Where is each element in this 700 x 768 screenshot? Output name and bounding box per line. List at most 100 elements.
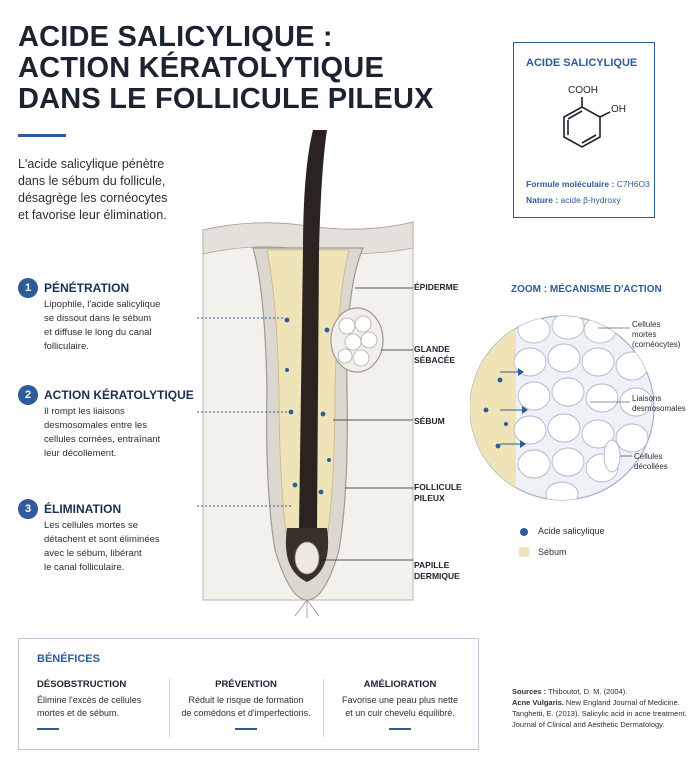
label-glande-line-1: GLANDE <box>414 344 450 354</box>
benefit-separator <box>169 679 170 737</box>
formula-line: Formule moléculaire : C7H6O3 <box>526 179 650 189</box>
benefit-line: Réduit le risque de formation <box>188 695 304 705</box>
follicle-diagram <box>195 130 414 618</box>
chemistry-title: ACIDE SALICYLIQUE <box>526 57 638 69</box>
label-follicule: FOLLICULE PILEUX <box>414 482 462 504</box>
step-3-body: Les cellules mortes se détachent et sont… <box>44 519 160 575</box>
gland-cells <box>337 315 378 367</box>
label-glande-line-2: SÉBACÉE <box>414 355 456 365</box>
source-text: New England Journal of Medicine. <box>565 698 680 707</box>
zoom-label-line: Cellules <box>632 320 661 329</box>
title-line-2: ACTION KÉRATOLYTIQUE <box>18 52 384 84</box>
step-1-body: Lipophile, l'acide salicylique se dissou… <box>44 298 160 354</box>
label-sebum-text: SÉBUM <box>414 416 445 426</box>
detached-cell <box>603 439 621 473</box>
intro-line-2: dans le sébum du follicule, <box>18 174 166 188</box>
zoom-mechanism-diagram <box>470 315 655 501</box>
chemistry-box: ACIDE SALICYLIQUE COOH OH Formule molécu… <box>513 42 655 218</box>
nature-label: Nature : <box>526 195 559 205</box>
benefit-description: Élimine l'excès de cellules mortes et de… <box>27 694 177 720</box>
step-3-line: avec le sébum, libérant <box>44 548 142 559</box>
label-papille: PAPILLE DERMIQUE <box>414 560 460 582</box>
intro-text: L'acide salicylique pénètre dans le sébu… <box>18 156 208 224</box>
source-line-1: Sources : Thiboutot, D. M. (2004). <box>512 686 692 697</box>
roots <box>294 599 320 618</box>
label-glande: GLANDE SÉBACÉE <box>414 344 455 366</box>
sources-label: Sources : <box>512 687 547 696</box>
molecule-structure-icon: COOH OH <box>563 85 626 148</box>
label-epiderme-text: ÉPIDERME <box>414 282 459 292</box>
step-2-line: Il rompt les liaisons <box>44 406 125 417</box>
benefit-underline <box>389 728 411 730</box>
zoom-label-detached: Cellules décollées <box>634 452 668 472</box>
step-1-line: Lipophile, l'acide salicylique <box>44 299 161 310</box>
zoom-label-desmosomes: Liaisons desmosomales <box>632 394 686 414</box>
zoom-label-line: décollées <box>634 462 668 471</box>
source-journal-title: Acne Vulgaris. <box>512 698 564 707</box>
step-1-line: et diffuse le long du canal <box>44 327 152 338</box>
benefit-line: de comédons et d'imperfections. <box>181 708 311 718</box>
source-line-3: Tanghetti, E. (2013). Salicylic acid in … <box>512 709 687 718</box>
benefit-title: DÉSOBSTRUCTION <box>37 679 127 690</box>
zoom-leaders <box>590 327 632 457</box>
zoom-label-line: desmosomales <box>632 404 686 413</box>
zoom-label-line: mortes <box>632 330 657 339</box>
label-epiderme: ÉPIDERME <box>414 282 458 293</box>
step-1-title: PÉNÉTRATION <box>44 281 130 295</box>
step-pointers <box>195 317 293 507</box>
benefit-underline <box>235 728 257 730</box>
formula-value: C7H6O3 <box>616 179 650 189</box>
intro-line-1: L'acide salicylique pénètre <box>18 157 165 171</box>
nature-line: Nature : acide β-hydroxy <box>526 195 621 205</box>
label-follicule-line-1: FOLLICULE <box>414 482 462 492</box>
sources: Sources : Thiboutot, D. M. (2004). Acne … <box>512 686 692 730</box>
benefit-separator <box>323 679 324 737</box>
step-2-line: desmosomales entre les <box>44 420 147 431</box>
step-2-body: Il rompt les liaisons desmosomales entre… <box>44 405 160 461</box>
step-2-line: leur décollement. <box>44 448 117 459</box>
page-title: ACIDE SALICYLIQUE : ACTION KÉRATOLYTIQUE… <box>18 22 438 115</box>
step-3-title: ÉLIMINATION <box>44 502 122 516</box>
nature-value: acide β-hydroxy <box>560 195 621 205</box>
label-leaders <box>319 287 413 561</box>
dermal-papilla <box>294 541 320 575</box>
benefit-prevention: PRÉVENTION Réduit le risque de formation… <box>171 679 321 730</box>
step-3-line: détachent et sont éliminées <box>44 534 160 545</box>
source-line-2: Acne Vulgaris. New England Journal of Me… <box>512 697 692 708</box>
benefit-desobstruction: DÉSOBSTRUCTION Élimine l'excès de cellul… <box>27 679 177 730</box>
zoom-label-line: Liaisons <box>632 394 662 403</box>
benefits-title: BÉNÉFICES <box>37 653 100 665</box>
acid-particles <box>284 317 331 495</box>
title-underline <box>18 134 66 137</box>
step-3-line: Les cellules mortes se <box>44 520 138 531</box>
title-line-1: ACIDE SALICYLIQUE : <box>18 21 333 53</box>
zoom-label-dead-cells: Cellules mortes (cornéocytes) <box>632 320 680 350</box>
step-1-number: 1 <box>18 278 38 298</box>
zoom-label-line: Cellules <box>634 452 663 461</box>
step-2-title: ACTION KÉRATOLYTIQUE <box>44 388 194 402</box>
benefit-line: Favorise une peau plus nette <box>341 695 459 705</box>
benefit-description: Favorise une peau plus nette et un cuir … <box>325 694 475 720</box>
zoom-arrowheads <box>518 368 528 448</box>
legend-sebum-swatch <box>519 547 529 557</box>
hair-shaft <box>299 130 327 530</box>
benefit-line: Élimine l'excès de cellules <box>37 695 142 705</box>
benefit-line: et un cuir chevelu équilibré. <box>345 708 455 718</box>
title-line-3: DANS LE FOLLICULE PILEUX <box>18 83 434 115</box>
source-text: Thiboutot, D. M. (2004). <box>548 687 628 696</box>
benefit-line: mortes et de sébum. <box>37 708 120 718</box>
legend-acid-label: Acide salicylique <box>538 526 605 536</box>
step-2-number: 2 <box>18 385 38 405</box>
zoom-label-line: (cornéocytes) <box>632 340 681 349</box>
zoom-arrows <box>500 371 522 445</box>
step-1-line: folliculaire. <box>44 341 89 352</box>
source-line-4: Journal of Clinical and Aesthetic Dermat… <box>512 720 665 729</box>
intro-line-4: et favorise leur élimination. <box>18 208 167 222</box>
label-follicule-line-2: PILEUX <box>414 493 445 503</box>
legend-acid-swatch <box>520 528 528 536</box>
step-2-line: cellules cornées, entraînant <box>44 434 161 445</box>
benefit-description: Réduit le risque de formation de comédon… <box>171 694 321 720</box>
label-papille-line-1: PAPILLE <box>414 560 450 570</box>
benefit-amelioration: AMÉLIORATION Favorise une peau plus nett… <box>325 679 475 730</box>
formula-label: Formule moléculaire : <box>526 179 615 189</box>
